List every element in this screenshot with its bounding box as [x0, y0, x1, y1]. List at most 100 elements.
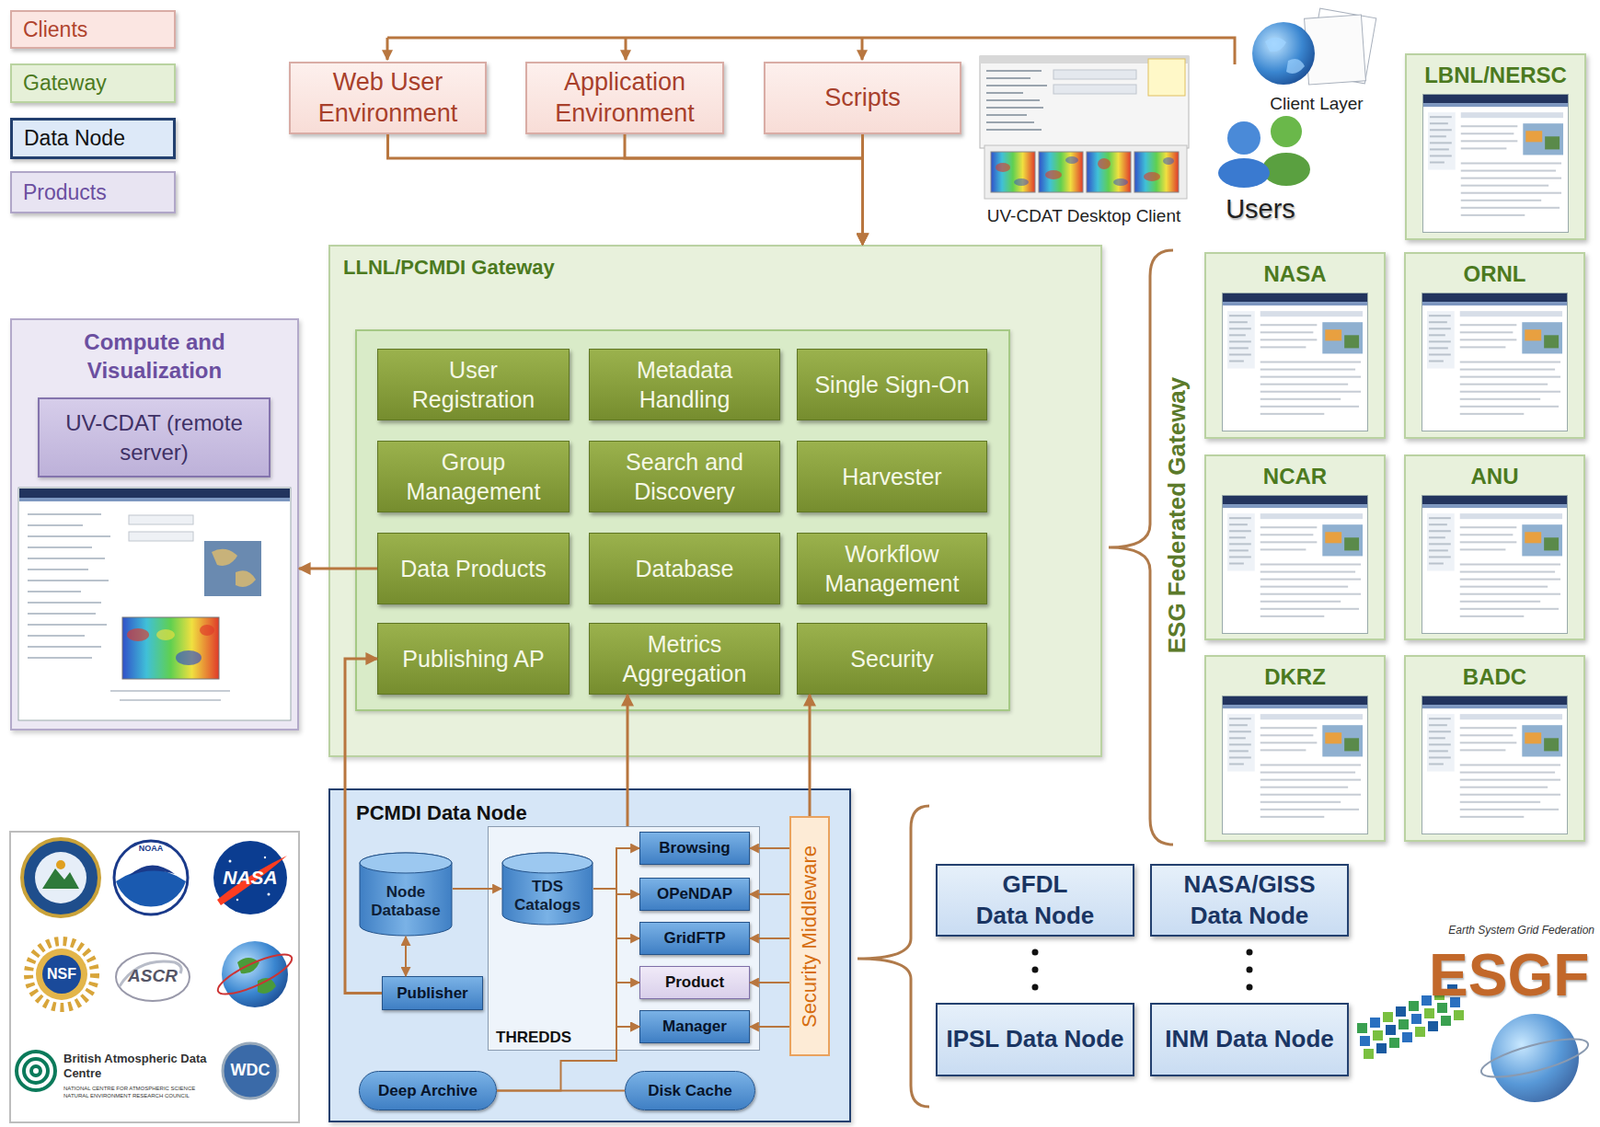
- desktop-client-screenshot: [986, 69, 1042, 72]
- compute-screenshot: [110, 690, 231, 702]
- sponsor-logos: [213, 947, 297, 1002]
- storage-pill: Disk Cache: [624, 1070, 756, 1111]
- text-label: Client Layer: [1243, 93, 1391, 116]
- cylinder-body: [359, 852, 452, 936]
- cylinder-top: [502, 852, 593, 874]
- box-label: INM Data Node: [1164, 1024, 1334, 1056]
- sponsor-logos: [16, 1051, 56, 1091]
- gateway-service-box: Search and Discovery: [588, 440, 781, 513]
- panel-heading: LBNL/NERSC: [1406, 55, 1585, 89]
- federation-brackets: [857, 805, 930, 1107]
- esgf-logo: [1369, 1017, 1381, 1028]
- data-node-box: IPSL Data Node: [935, 1002, 1135, 1077]
- compute-screenshot: [199, 624, 215, 636]
- gateway-site-screenshots: [1221, 696, 1368, 835]
- sponsor-logos: [264, 856, 266, 859]
- gateway-service-box: Security: [796, 622, 988, 695]
- compute-screenshot: [27, 601, 102, 604]
- compute-screenshot: [122, 617, 219, 680]
- compute-screenshot: [19, 488, 290, 498]
- connector: [749, 1025, 790, 1028]
- desktop-client-screenshot: [986, 77, 1031, 80]
- client-layer-icon: [1252, 22, 1315, 85]
- continuation-dots: [1032, 966, 1039, 974]
- compute-screenshot: [27, 645, 102, 648]
- esgf-logo: [1363, 1048, 1374, 1059]
- text-label: NASA: [213, 865, 288, 889]
- compute-screenshot: [204, 541, 262, 597]
- esgf-logo: [1382, 1012, 1393, 1023]
- client-wires: [386, 37, 390, 60]
- continuation-dots: [1246, 949, 1254, 956]
- esgf-logo: [1424, 1008, 1435, 1019]
- panel-heading: BADC: [1405, 656, 1584, 691]
- esgf-logo: [1359, 1035, 1370, 1047]
- compute-screenshot: [27, 623, 107, 626]
- sponsor-logos: [229, 860, 232, 864]
- data-node-box: NASA/GISS Data Node: [1150, 863, 1349, 937]
- legend-swatch: Products: [10, 171, 176, 214]
- service-box: OPeNDAP: [639, 877, 750, 911]
- box-label: Application Environment: [536, 67, 714, 130]
- sponsor-logos: [42, 868, 80, 889]
- client-wires: [624, 37, 628, 60]
- panel-heading: ORNL: [1405, 253, 1584, 288]
- esgf-logo: [1440, 1015, 1451, 1026]
- compute-screenshot: [211, 549, 238, 566]
- text-label: British Atmospheric Data Centre: [63, 1051, 211, 1081]
- box-label: Database: [634, 553, 734, 585]
- desktop-client-screenshot: [1065, 156, 1079, 164]
- users-icon: [1270, 115, 1302, 148]
- compute-screenshot: [27, 524, 83, 527]
- compute-screenshot: [27, 513, 102, 516]
- esgf-logo: [1453, 1010, 1464, 1021]
- box-label: Security: [850, 644, 933, 675]
- desktop-client-screenshot: [995, 158, 1161, 182]
- continuation-dots: [1032, 949, 1254, 991]
- connector: [749, 937, 790, 940]
- data-node-box: INM Data Node: [1150, 1002, 1349, 1077]
- compute-screenshot: [128, 531, 194, 542]
- sponsor-logos: [236, 898, 239, 901]
- desktop-client-screenshot: [1143, 172, 1161, 182]
- compute-screenshot: [126, 628, 150, 642]
- esgf-logo: [1408, 1001, 1419, 1012]
- compute-screenshot: [27, 535, 111, 538]
- box-label: Disk Cache: [647, 1082, 733, 1101]
- text-label: NATIONAL CENTRE FOR ATMOSPHERIC SCIENCE: [63, 1085, 248, 1093]
- desktop-client-screenshot: [1038, 151, 1083, 193]
- service-box: Publisher: [381, 976, 484, 1011]
- desktop-client-screenshot: [1013, 178, 1029, 186]
- database-cylinder: Node Database: [358, 851, 453, 937]
- client-box: Scripts: [763, 61, 962, 135]
- sponsor-logos: [56, 860, 66, 870]
- compute-screenshot: [156, 629, 175, 641]
- box-label: THREDDS: [495, 1028, 572, 1048]
- desktop-client-screenshot: [986, 106, 1044, 109]
- text-label: NSF: [38, 965, 85, 983]
- users-icon: [1218, 115, 1311, 188]
- box-label: TDS Catalogs: [505, 877, 590, 914]
- sponsor-logos: [267, 893, 271, 897]
- connector: [624, 134, 864, 245]
- box-label: Data Products: [400, 553, 546, 585]
- gateway-site-screenshots: [1422, 94, 1568, 233]
- panel-heading: NASA: [1206, 253, 1384, 288]
- sponsor-logos: [22, 839, 100, 917]
- desktop-client-screenshot: [1053, 69, 1137, 80]
- desktop-client-screenshot: [984, 145, 1187, 199]
- users-icon: [1218, 158, 1270, 188]
- desktop-client-screenshot: [1134, 151, 1179, 193]
- esgf-logo: [1372, 1030, 1383, 1041]
- cylinder-top: [359, 852, 452, 874]
- sponsor-logos: [115, 953, 190, 1002]
- connector: [593, 848, 640, 889]
- sponsor-logos: [28, 941, 95, 1008]
- middleware-bar: Security Middleware: [789, 816, 830, 1057]
- legend-text: Clients: [23, 17, 88, 43]
- box-label: Publishing AP: [402, 644, 544, 675]
- desktop-client-screenshot: [986, 69, 1048, 131]
- compute-screenshot: [27, 568, 89, 571]
- compute-screenshot: [27, 513, 111, 659]
- sponsor-logos: [115, 869, 186, 908]
